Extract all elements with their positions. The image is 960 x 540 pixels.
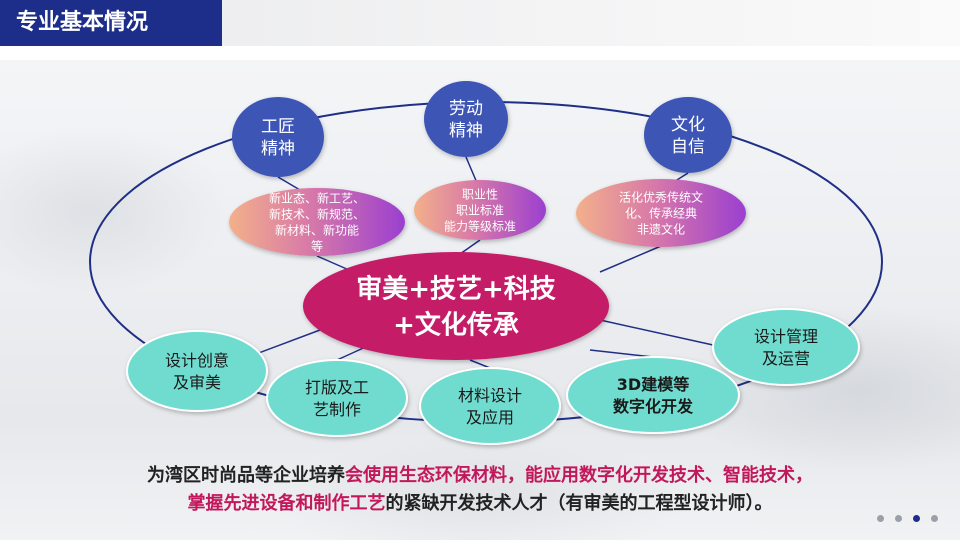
caption-line1-plain: 为湾区时尚品等企业培养 — [147, 465, 345, 486]
competency-label: 打版及工 — [305, 378, 369, 397]
center-label: 审美+技艺+科技 — [356, 273, 556, 304]
descriptor-text: 活化优秀传统文 — [619, 189, 703, 204]
caption-line2-highlight: 掌握先进设备和制作工艺 — [188, 493, 386, 514]
caption-line1-highlight: 会使用生态环保材料，能应用数字化开发技术、智能技术， — [345, 465, 813, 486]
competency-ellipse — [567, 357, 739, 433]
competency-label: 设计管理 — [754, 327, 818, 346]
descriptor-text: 职业性 — [462, 187, 498, 201]
center-label: +文化传承 — [393, 309, 519, 340]
slide-pager — [877, 515, 938, 522]
competency-ellipse — [127, 331, 267, 411]
center-ellipse — [303, 252, 609, 360]
descriptor-text: 新材料、新功能 — [275, 222, 359, 237]
pager-dot[interactable] — [877, 515, 884, 522]
descriptor-text: 新技术、新规范、 — [269, 206, 365, 221]
competency-ellipse — [420, 368, 560, 444]
descriptor-text: 新业态、新工艺、 — [269, 190, 365, 205]
spirit-label: 精神 — [261, 139, 295, 159]
pager-dot[interactable] — [931, 515, 938, 522]
spirit-label: 精神 — [449, 121, 483, 141]
connector-line — [590, 350, 653, 357]
competency-label: 设计创意 — [165, 351, 229, 370]
competency-label: 及运营 — [762, 349, 810, 368]
connector-line — [460, 240, 480, 254]
competency-ellipse — [267, 360, 407, 436]
center-layer: 审美+技艺+科技 +文化传承 — [303, 252, 609, 360]
connector-line — [600, 246, 661, 272]
descriptors-layer: 新业态、新工艺、新技术、新规范、新材料、新功能等职业性职业标准能力等级标准活化优… — [229, 179, 746, 256]
spirit-label: 文化 — [671, 115, 705, 135]
pager-dot[interactable] — [895, 515, 902, 522]
descriptor-text: 能力等级标准 — [444, 219, 516, 233]
descriptor-text: 非遗文化 — [637, 221, 685, 236]
competency-ellipse — [713, 309, 859, 385]
center-node: 审美+技艺+科技 +文化传承 — [303, 252, 609, 360]
descriptor-text: 等 — [311, 239, 323, 253]
competency-label: 及应用 — [466, 408, 514, 427]
competency-label: 数字化开发 — [613, 397, 694, 416]
competency-label: 艺制作 — [313, 400, 361, 419]
competency-label: 及审美 — [173, 373, 221, 392]
connector-line — [600, 320, 713, 345]
descriptor-text: 职业标准 — [456, 203, 504, 217]
caption-line2-plain: 的紧缺开发技术人才（有审美的工程型设计师）。 — [386, 493, 773, 514]
spirit-label: 自信 — [671, 137, 705, 157]
spirit-label: 劳动 — [449, 99, 483, 119]
caption-line-1: 为湾区时尚品等企业培养会使用生态环保材料，能应用数字化开发技术、智能技术， — [60, 462, 900, 490]
descriptor-text: 化、传承经典 — [625, 205, 697, 220]
competency-label: 材料设计 — [458, 386, 522, 405]
pager-dot[interactable] — [913, 515, 920, 522]
spirits-layer: 工匠精神劳动精神文化自信 — [232, 81, 732, 177]
caption-line-2: 掌握先进设备和制作工艺的紧缺开发技术人才（有审美的工程型设计师）。 — [60, 490, 900, 518]
connector-line — [470, 360, 490, 368]
spirit-label: 工匠 — [261, 117, 295, 137]
competency-label: 3D建模等 — [617, 375, 689, 394]
summary-caption: 为湾区时尚品等企业培养会使用生态环保材料，能应用数字化开发技术、智能技术， 掌握… — [60, 462, 900, 518]
